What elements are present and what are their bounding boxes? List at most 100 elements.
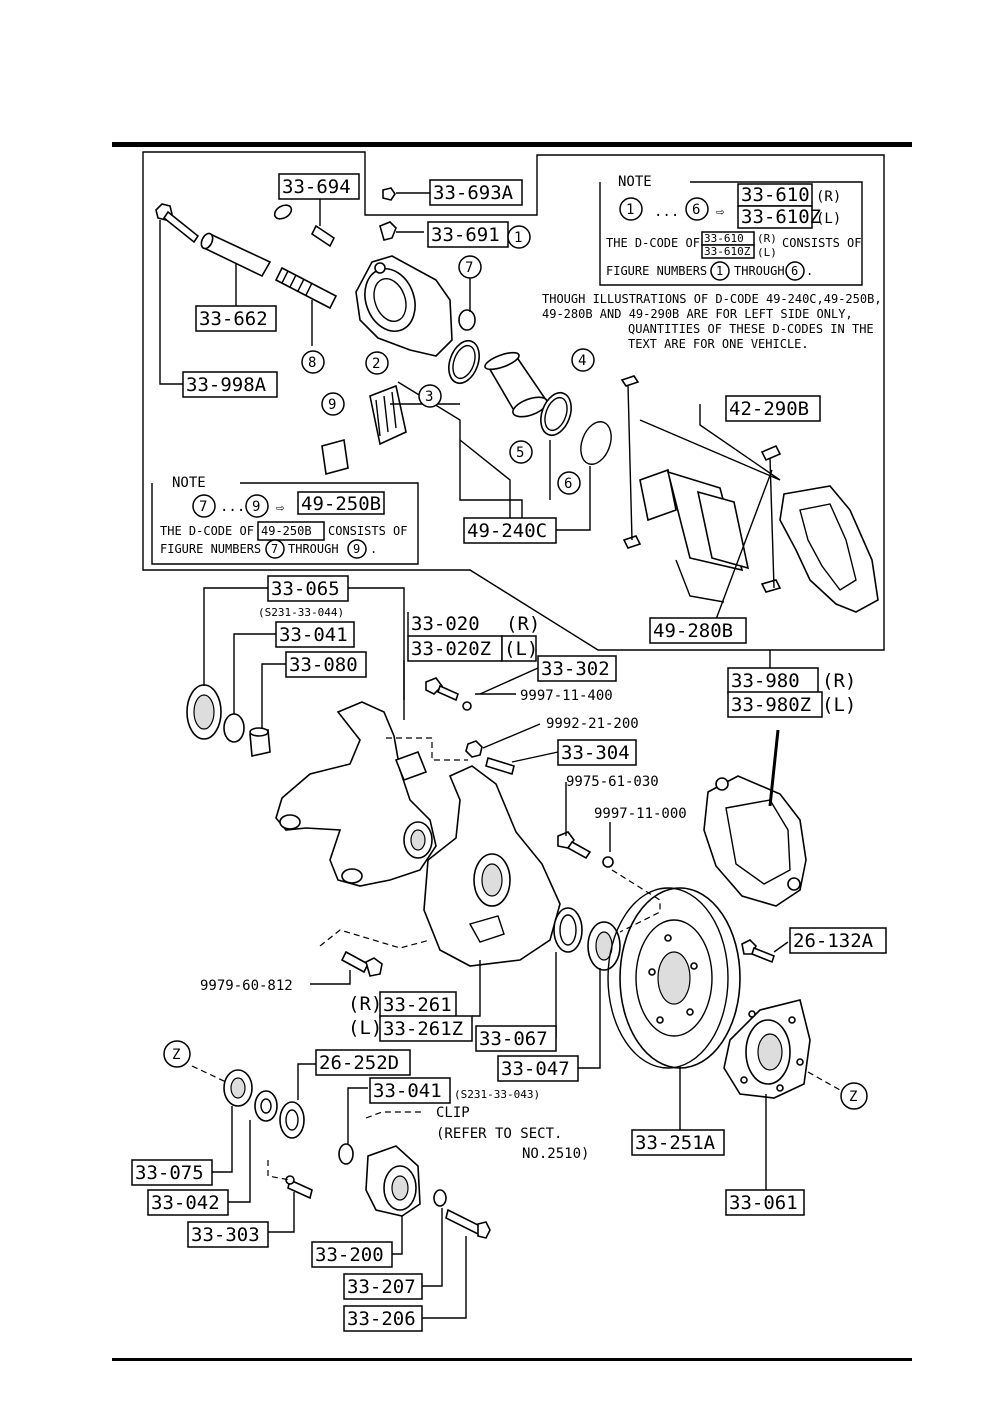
subnote-s231-33-044: (S231-33-044) xyxy=(258,606,344,619)
svg-text:QUANTITIES OF THESE D-CODES IN: QUANTITIES OF THESE D-CODES IN THE xyxy=(628,322,874,336)
note-box-right: NOTE 1 ... 6 ⇨ 33-610 (R) 33-610Z (L) TH… xyxy=(599,174,863,286)
svg-text:NOTE: NOTE xyxy=(172,475,206,491)
svg-text:33-206: 33-206 xyxy=(347,1308,416,1330)
svg-text:33-075: 33-075 xyxy=(135,1162,204,1184)
washer-small xyxy=(462,701,472,711)
svg-text:(R): (R) xyxy=(506,613,540,635)
pin-cap xyxy=(273,204,336,248)
callout-33-980Z: 33-980Z (L) xyxy=(727,691,856,718)
clip-note: CLIP (REFER TO SECT. NO.2510) xyxy=(436,1105,589,1162)
callout-33-980: 33-980 (R) xyxy=(727,667,856,694)
callout-33-080: 33-080 xyxy=(285,651,367,678)
caliper-bolt-lower xyxy=(557,831,592,860)
svg-text:8: 8 xyxy=(308,355,316,371)
svg-text:33-261: 33-261 xyxy=(383,994,452,1016)
svg-text:33-041: 33-041 xyxy=(279,624,348,646)
callout-33-206: 33-206 xyxy=(343,1305,423,1332)
bleeder-screw xyxy=(379,221,424,241)
svg-text:33-610: 33-610 xyxy=(741,184,810,206)
hub-bearing xyxy=(587,921,621,971)
callout-49-240C: 49-240C xyxy=(463,517,557,544)
shield-bolt xyxy=(340,950,383,977)
svg-text:⇨: ⇨ xyxy=(276,500,285,516)
part-9979-60-812: 9979-60-812 xyxy=(200,978,293,994)
callout-33-261: (R) 33-261 xyxy=(348,991,457,1018)
svg-text:Z: Z xyxy=(172,1047,180,1063)
svg-text:9: 9 xyxy=(328,397,336,413)
callout-33-302: 33-302 xyxy=(537,655,617,682)
guide-sleeve xyxy=(200,232,272,278)
svg-text:NOTE: NOTE xyxy=(618,174,652,190)
svg-text:33-065: 33-065 xyxy=(271,578,340,600)
svg-text:5: 5 xyxy=(516,445,524,461)
ref-circle-z-right: Z xyxy=(840,1082,868,1110)
ref-circle-9: 9 xyxy=(321,392,345,416)
svg-text:...: ... xyxy=(220,499,245,515)
svg-text:THE D-CODE OF: THE D-CODE OF xyxy=(160,524,254,538)
callout-33-694: 33-694 xyxy=(278,173,360,200)
svg-text:NO.2510): NO.2510) xyxy=(522,1146,589,1162)
svg-text:3: 3 xyxy=(425,389,433,405)
svg-text:⇨: ⇨ xyxy=(716,204,725,220)
illustration-note: THOUGH ILLUSTRATIONS OF D-CODE 49-240C,4… xyxy=(542,292,882,351)
svg-text:9: 9 xyxy=(252,499,260,515)
svg-text:49-250B: 49-250B xyxy=(261,524,312,538)
svg-text:33-302: 33-302 xyxy=(541,658,610,680)
callout-26-252D: 26-252D xyxy=(315,1049,411,1076)
dust-shield xyxy=(423,765,561,967)
svg-text:.: . xyxy=(806,264,813,278)
callout-33-075: 33-075 xyxy=(131,1159,213,1186)
caliper-arrow xyxy=(768,729,780,807)
bleeder-cap xyxy=(382,187,396,201)
svg-text:49-280B AND 49-290B ARE FOR LE: 49-280B AND 49-290B ARE FOR LEFT SIDE ON… xyxy=(542,307,853,321)
svg-text:(L): (L) xyxy=(816,211,841,227)
svg-text:33-061: 33-061 xyxy=(729,1192,798,1214)
bushing xyxy=(249,727,271,757)
svg-text:7: 7 xyxy=(271,542,278,556)
caliper-mounting-bracket xyxy=(779,485,879,613)
svg-text:42-290B: 42-290B xyxy=(729,398,809,420)
svg-text:33-303: 33-303 xyxy=(191,1224,260,1246)
grease-packet xyxy=(321,438,349,476)
stud xyxy=(485,756,515,776)
callout-33-998A: 33-998A xyxy=(182,371,278,398)
hub-oil-seal xyxy=(553,907,583,953)
ref-circle-8: 8 xyxy=(301,350,325,374)
locking-hub-body xyxy=(365,1145,421,1217)
part-9975-61-030: 9975-61-030 xyxy=(566,774,659,790)
pad-spring-upper xyxy=(760,444,782,462)
svg-text:CONSISTS OF: CONSISTS OF xyxy=(328,524,407,538)
small-screw xyxy=(287,1178,313,1200)
svg-text:49-250B: 49-250B xyxy=(301,493,381,515)
svg-text:1: 1 xyxy=(626,202,634,218)
svg-text:THROUGH: THROUGH xyxy=(734,264,785,278)
callout-33-251A: 33-251A xyxy=(631,1129,725,1156)
caliper-assembly xyxy=(703,775,807,907)
svg-text:2: 2 xyxy=(372,356,380,372)
oil-seal-ring xyxy=(186,684,222,740)
subnote-s231-33-043: (S231-33-043) xyxy=(454,1088,540,1101)
svg-text:33-047: 33-047 xyxy=(501,1058,570,1080)
steering-knuckle xyxy=(275,701,437,887)
callout-33-304: 33-304 xyxy=(557,739,637,766)
svg-text:FIGURE NUMBERS: FIGURE NUMBERS xyxy=(160,542,261,556)
callout-33-065: 33-065 xyxy=(267,575,349,602)
piston xyxy=(484,351,548,418)
callout-33-200: 33-200 xyxy=(311,1241,393,1268)
callout-26-132A: 26-132A xyxy=(789,927,887,954)
svg-text:6: 6 xyxy=(692,202,700,218)
svg-text:33-980Z: 33-980Z xyxy=(731,694,811,716)
caliper-body xyxy=(355,255,453,357)
knuckle-bolt xyxy=(425,677,459,702)
svg-text:4: 4 xyxy=(578,353,586,369)
svg-text:33-693A: 33-693A xyxy=(433,182,514,204)
callout-33-061: 33-061 xyxy=(725,1189,805,1216)
svg-text:9: 9 xyxy=(353,542,360,556)
callout-33-303: 33-303 xyxy=(187,1221,269,1248)
bottom-rule xyxy=(112,1358,912,1361)
svg-text:33-610Z: 33-610Z xyxy=(741,206,821,228)
svg-text:49-240C: 49-240C xyxy=(467,520,547,542)
svg-text:33-694: 33-694 xyxy=(282,176,351,198)
svg-text:1: 1 xyxy=(716,264,723,278)
